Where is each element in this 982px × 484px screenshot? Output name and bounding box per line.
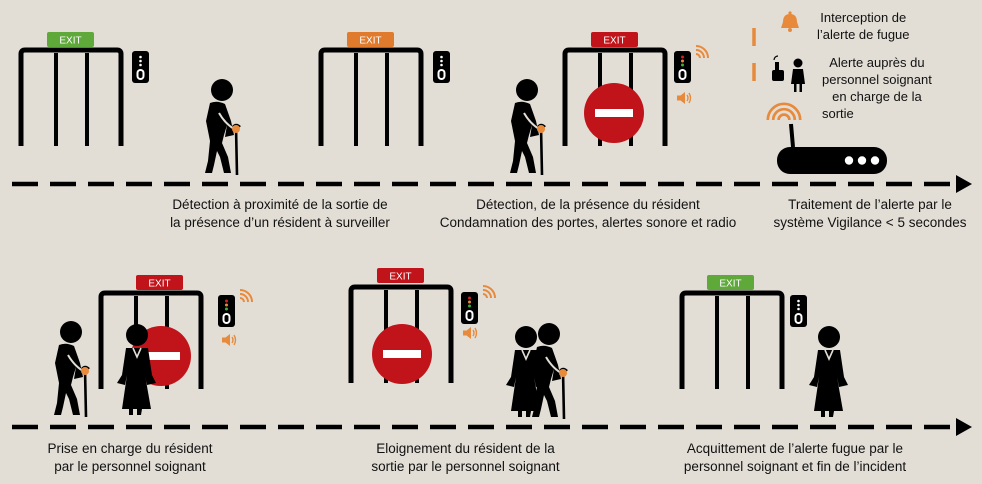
legend-line: sortie — [822, 106, 854, 121]
step6-scene: EXIT — [682, 275, 849, 418]
step-caption-2: Détection, de la présence du résident Co… — [412, 196, 764, 232]
timeline-bottom — [12, 418, 972, 436]
resident-figure — [508, 77, 547, 177]
exit-label: EXIT — [389, 272, 411, 283]
door-reader-alert — [461, 292, 478, 324]
speaker-icon — [676, 91, 692, 105]
caption-line: système Vigilance < 5 secondes — [773, 215, 967, 230]
legend-line: Alerte auprès du — [829, 55, 925, 70]
exit-label: EXIT — [719, 279, 741, 290]
radio-waves-icon — [766, 102, 802, 121]
legend-line: Interception de — [820, 10, 907, 25]
resident-figure — [530, 321, 569, 421]
step-caption-4: Prise en charge du résident par le perso… — [30, 440, 230, 476]
step-caption-6: Acquittement de l’alerte fugue par le pe… — [650, 440, 940, 476]
exit-sign-red: EXIT — [591, 32, 638, 47]
exit-sign-red: EXIT — [136, 275, 183, 290]
caption-line: Eloignement du résident de la — [376, 441, 555, 456]
legend-interception: Interception de l’alerte de fugue — [817, 9, 910, 43]
radio-waves-icon — [239, 289, 253, 303]
door-reader-alert — [674, 51, 691, 83]
caption-line: Prise en charge du résident — [47, 441, 213, 456]
step5-scene: EXIT — [351, 268, 569, 421]
caption-line: Condamnation des portes, alertes sonore … — [439, 215, 737, 230]
caption-line: Traitement de l’alerte par le — [788, 197, 952, 212]
legend — [752, 11, 887, 174]
exit-sign-orange: EXIT — [347, 32, 394, 47]
step-caption-1: Détection à proximité de la sortie de la… — [150, 196, 410, 232]
no-entry-sign — [372, 324, 432, 384]
step-caption-5: Eloignement du résident de la sortie par… — [348, 440, 583, 476]
door-reader — [790, 295, 807, 327]
exit-label: EXIT — [603, 36, 625, 47]
phone-nurse-icon — [772, 55, 805, 92]
exit-label: EXIT — [59, 36, 81, 47]
exit-sign-green: EXIT — [47, 32, 94, 47]
exit-label: EXIT — [148, 279, 170, 290]
step1-scene: EXIT — [21, 32, 242, 177]
legend-line: l’alerte de fugue — [817, 27, 910, 42]
caption-line: sortie par le personnel soignant — [371, 459, 560, 474]
speaker-icon — [462, 326, 478, 340]
step2-scene: EXIT — [321, 32, 450, 146]
legend-staff-alert: Alerte auprès du personnel soignant en c… — [822, 54, 932, 122]
caption-line: Détection à proximité de la sortie de — [172, 197, 388, 212]
door-frame — [682, 293, 782, 389]
resident-figure — [203, 77, 242, 177]
router-icon — [777, 123, 887, 174]
caption-line: Détection, de la présence du résident — [476, 197, 700, 212]
no-entry-sign — [584, 83, 644, 143]
door-reader — [132, 51, 149, 83]
caption-line: la présence d’un résident à surveiller — [170, 215, 390, 230]
step4-scene: EXIT — [52, 275, 253, 419]
door-frame — [21, 50, 121, 146]
nurse-figure — [808, 325, 849, 418]
door-reader — [433, 51, 450, 83]
radio-waves-icon — [482, 285, 496, 299]
radio-waves-icon — [695, 45, 709, 59]
caption-line: personnel soignant et fin de l’incident — [683, 459, 907, 474]
door-reader-alert — [218, 295, 235, 327]
step-caption-3: Traitement de l’alerte par le système Vi… — [760, 196, 980, 232]
bell-icon — [781, 11, 799, 32]
door-frame — [321, 50, 421, 146]
speaker-icon — [221, 333, 237, 347]
legend-line: personnel soignant — [822, 72, 932, 87]
step3-scene: EXIT — [508, 32, 709, 177]
resident-figure — [52, 319, 91, 419]
exit-sign-green: EXIT — [707, 275, 754, 290]
caption-line: Acquittement de l’alerte fugue par le — [686, 441, 904, 456]
exit-sign-red: EXIT — [377, 268, 424, 283]
timeline-top — [12, 175, 972, 193]
exit-label: EXIT — [359, 36, 381, 47]
legend-line: en charge de la — [832, 89, 922, 104]
caption-line: par le personnel soignant — [54, 459, 206, 474]
